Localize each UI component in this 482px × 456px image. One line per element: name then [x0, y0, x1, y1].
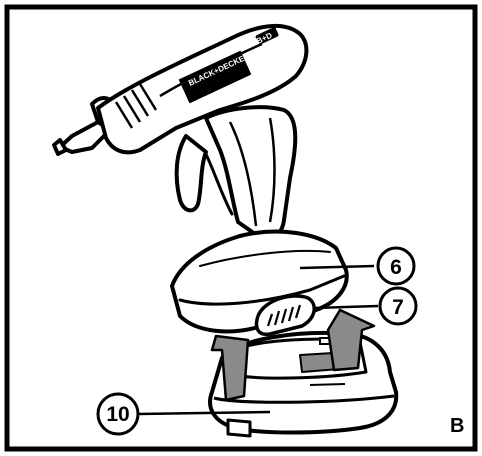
callout-7: 7: [313, 286, 418, 326]
callout-6-label: 6: [390, 256, 402, 279]
callout-10-leader: [137, 410, 271, 416]
callout-10: 10: [96, 392, 271, 436]
callout-7-circle: [378, 286, 418, 326]
callout-6-leader: [299, 264, 375, 270]
callout-10-circle: [96, 392, 140, 436]
callout-6-circle: [376, 246, 416, 286]
callout-6: 6: [299, 246, 416, 286]
callout-10-label: 10: [106, 403, 129, 426]
figure-frame: [4, 4, 478, 452]
callout-7-label: 7: [392, 296, 404, 319]
barrel-ribs: [114, 83, 158, 129]
figure-letter: B: [450, 415, 464, 437]
insertion-arrows: [210, 308, 376, 402]
button-ridges: [266, 304, 302, 327]
callout-7-leader: [313, 304, 379, 310]
